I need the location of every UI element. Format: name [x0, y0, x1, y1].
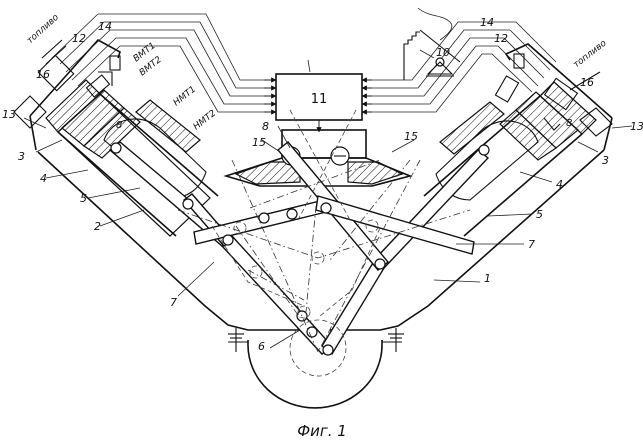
label-3-left: 3	[18, 150, 25, 163]
figure-caption: Фиг. 1	[297, 422, 347, 440]
label-7-right: 7	[528, 238, 535, 251]
label-6: 6	[258, 340, 265, 353]
label-5-left: 5	[80, 192, 87, 205]
label-13-right: 13	[630, 120, 643, 133]
fuel-label-left: топливо	[25, 12, 61, 46]
mark-nmt1: НМТ1	[172, 85, 198, 109]
label-valve-left: 8	[116, 120, 122, 131]
part-labels: 1 2 3 3 4 4 5 5 6 7 7 8 10 12 12 13 13 1…	[2, 16, 643, 353]
leader-lines	[23, 49, 633, 349]
control-unit-label: 11	[311, 92, 328, 107]
label-3-right: 3	[602, 154, 609, 167]
label-16-left: 16	[36, 68, 50, 81]
label-4-right: 4	[556, 178, 563, 191]
signal-lines-left	[51, 13, 277, 115]
label-14-left: 14	[98, 20, 112, 33]
dashed-positions	[177, 109, 471, 377]
sensor-10	[403, 7, 461, 80]
label-16-right: 16	[580, 76, 594, 89]
signal-lines-right	[361, 21, 557, 115]
fuel-label-right: топливо	[572, 38, 609, 70]
label-15-left: 15	[252, 136, 266, 149]
right-linkage	[277, 141, 490, 356]
right-cylinder	[423, 81, 597, 237]
label-10: 10	[436, 46, 450, 59]
mount-foot-left	[228, 328, 244, 352]
label-8: 8	[262, 120, 269, 133]
control-block: 11	[275, 73, 363, 133]
mount-foot-right	[388, 328, 404, 352]
mark-nmt2: НМТ2	[192, 108, 219, 132]
label-5-right: 5	[536, 208, 543, 221]
label-valve-right: 8	[566, 118, 572, 129]
label-2: 2	[94, 220, 101, 233]
left-injector	[13, 39, 121, 129]
central-head	[223, 129, 413, 187]
label-1: 1	[484, 272, 491, 285]
label-7-left: 7	[170, 296, 177, 309]
label-12-right: 12	[494, 32, 508, 45]
label-15-right: 15	[404, 130, 418, 143]
left-cylinder	[45, 79, 219, 237]
label-14-right: 14	[480, 16, 494, 29]
label-12-left: 12	[72, 32, 86, 45]
right-injector	[494, 53, 613, 137]
label-4-left: 4	[40, 172, 47, 185]
label-13-left: 13	[2, 108, 16, 121]
